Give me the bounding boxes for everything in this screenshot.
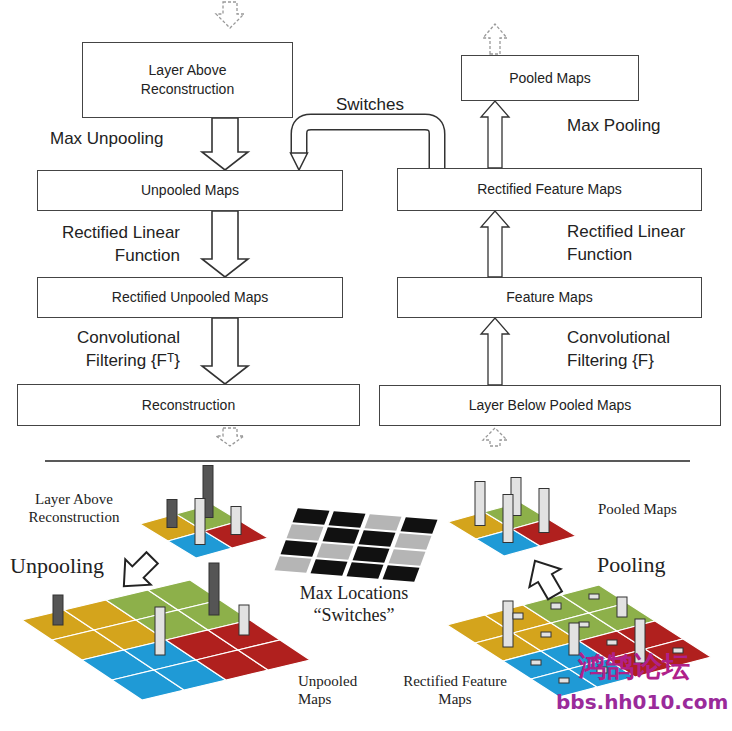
activation-bar (531, 660, 541, 665)
figure-label: Pooling (597, 552, 665, 578)
dashed-arrow (483, 428, 507, 446)
block-arrow (481, 101, 509, 168)
box-label: Reconstruction (136, 394, 241, 417)
unpooling-arrow (111, 545, 165, 599)
edge-label: Switches (336, 93, 404, 116)
activation-bar (541, 632, 551, 637)
grid-cell (323, 527, 360, 544)
process-box: Rectified Unpooled Maps (37, 277, 343, 318)
divider-line (45, 460, 690, 462)
edge-label: Rectified Linear Function (30, 221, 180, 267)
figure-label: Pooled Maps (598, 500, 677, 518)
grid-cell (293, 508, 330, 525)
block-arrow (202, 318, 248, 384)
activation-bar (209, 563, 219, 615)
process-box: Layer Below Pooled Maps (379, 385, 721, 426)
activation-bar (53, 595, 63, 625)
figure-label: Unpooling (10, 553, 104, 579)
box-label: Layer Above Reconstruction (117, 59, 259, 101)
activation-bar (617, 597, 627, 617)
box-label: Rectified Feature Maps (471, 178, 628, 201)
block-arrow (481, 318, 509, 385)
activation-bar (167, 500, 177, 528)
grid-cell (347, 562, 384, 579)
grid-cell (317, 543, 354, 560)
grid-cell (359, 530, 396, 547)
figure-label: Unpooled Maps (298, 672, 376, 708)
block-arrow (202, 211, 248, 277)
switches-pipe (291, 122, 438, 170)
watermark: bbs.hh010.com (556, 690, 728, 714)
process-box: Reconstruction (17, 384, 360, 426)
pipe-fill (299, 122, 437, 168)
pipe-head (291, 153, 308, 170)
feature-grids (22, 466, 711, 701)
activation-bar (195, 499, 205, 545)
edge-label: Convolutional Filtering {Fᵀ} (30, 326, 180, 372)
box-label: Layer Below Pooled Maps (463, 394, 638, 417)
edge-label: Rectified Linear Function (567, 220, 712, 266)
activation-bar (239, 605, 249, 635)
figure-label: Layer Above Reconstruction (18, 490, 130, 526)
box-label: Pooled Maps (503, 67, 597, 90)
activation-bar (607, 640, 617, 645)
activation-bar (475, 482, 485, 526)
activation-bar (503, 495, 513, 543)
activation-bar (551, 603, 561, 609)
grid-cell (311, 559, 348, 576)
activation-bar (569, 623, 579, 655)
process-box: Pooled Maps (461, 55, 639, 101)
edge-label: Max Unpooling (50, 127, 163, 150)
box-label: Unpooled Maps (135, 179, 245, 202)
dashed-arrow (216, 2, 244, 28)
process-box: Rectified Feature Maps (397, 168, 702, 211)
grid-cell (281, 540, 318, 557)
block-arrow (481, 211, 509, 277)
activation-bar (155, 607, 165, 655)
box-label: Feature Maps (500, 286, 598, 309)
activation-bar (559, 678, 569, 683)
activation-bar (231, 507, 241, 535)
pipe-outline (299, 122, 437, 168)
grid-cell (401, 517, 438, 534)
process-box: Layer Above Reconstruction (82, 42, 293, 118)
watermark: 鸿鹄论坛 (578, 650, 690, 684)
grid-cell (389, 549, 426, 566)
activation-bar (539, 489, 549, 533)
dashed-arrow (216, 428, 244, 446)
activation-bar (503, 601, 513, 647)
grid-cell (329, 511, 366, 528)
box-label: Rectified Unpooled Maps (106, 286, 274, 309)
figure-label: Rectified Feature Maps (400, 672, 510, 708)
dashed-arrow (483, 24, 507, 54)
grid-cell (365, 514, 402, 531)
grid-cell (395, 533, 432, 550)
grid-cell (287, 524, 324, 541)
figure-label: Max Locations “Switches” (280, 582, 428, 626)
edge-label: Convolutional Filtering {F} (567, 326, 717, 372)
grid-cell (383, 565, 420, 582)
process-box: Unpooled Maps (37, 170, 343, 211)
activation-bar (579, 622, 589, 627)
activation-bar (513, 613, 523, 619)
pooling-arrow (519, 552, 570, 605)
block-arrow (202, 118, 248, 170)
process-box: Feature Maps (397, 277, 702, 318)
edge-label: Max Pooling (567, 114, 661, 137)
grid-cell (275, 556, 312, 573)
grid-cell (238, 640, 310, 670)
grid-cell (353, 546, 390, 563)
activation-bar (589, 594, 599, 599)
